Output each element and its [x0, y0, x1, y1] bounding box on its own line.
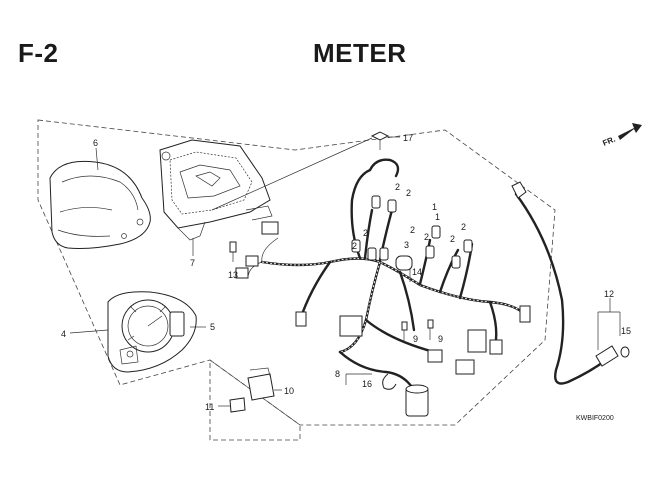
connector: [489, 339, 503, 355]
callout-1b: 1: [435, 212, 440, 222]
section-code: F-2: [18, 38, 59, 68]
wire-harness: [247, 168, 524, 354]
callout-17: 17: [403, 133, 413, 143]
callout-7: 7: [190, 258, 195, 268]
callout-2g: 2: [450, 234, 455, 244]
connector: [467, 329, 487, 353]
callout-4: 4: [61, 329, 66, 339]
connector: [339, 315, 363, 337]
callout-3: 3: [404, 240, 409, 250]
callout-2f: 2: [424, 232, 429, 242]
callout-14: 14: [412, 267, 422, 277]
callout-2d: 2: [363, 228, 368, 238]
front-direction-arrow: FR.: [601, 123, 642, 148]
callout-11: 11: [205, 402, 214, 412]
drawing-code: KWBIF0200: [576, 415, 614, 422]
meter-visor: [49, 160, 151, 249]
callout-8: 8: [335, 369, 340, 379]
sub-harness: [338, 350, 429, 417]
indicator-bulbs: [351, 195, 473, 271]
screw-9: [401, 319, 434, 342]
callout-2e: 2: [352, 241, 357, 251]
connector: [295, 311, 307, 327]
relay-10: [247, 367, 275, 401]
bolt-17: [370, 131, 400, 150]
connector: [235, 267, 249, 279]
callout-5: 5: [210, 322, 215, 332]
screw-13: [229, 241, 237, 262]
callout-2c: 2: [410, 225, 415, 235]
clip-11: [229, 397, 246, 413]
front-direction-label: FR.: [601, 135, 616, 148]
speedometer-cable: [511, 181, 630, 385]
lower-group-outline: [209, 359, 301, 441]
callout-2a: 2: [395, 182, 400, 192]
page-title: METER: [313, 38, 407, 68]
callout-1a: 1: [432, 202, 437, 212]
callout-16: 16: [362, 379, 372, 389]
wire-loop: [368, 158, 400, 178]
callout-15: 15: [621, 326, 631, 336]
callout-10: 10: [284, 386, 294, 396]
callout-2b: 2: [406, 188, 411, 198]
connector: [245, 255, 259, 267]
callout-9a: 9: [413, 334, 418, 344]
callout-6: 6: [93, 138, 98, 148]
connector: [455, 359, 475, 375]
meter-case: [159, 139, 273, 241]
connector: [261, 221, 279, 235]
callout-13: 13: [228, 270, 238, 280]
connector: [519, 305, 531, 323]
assembly-group-outline: [37, 119, 556, 426]
callout-12: 12: [604, 289, 614, 299]
connector: [427, 349, 443, 363]
callout-9b: 9: [438, 334, 443, 344]
meter-assembly: [107, 291, 197, 373]
callout-2h: 2: [461, 222, 466, 232]
